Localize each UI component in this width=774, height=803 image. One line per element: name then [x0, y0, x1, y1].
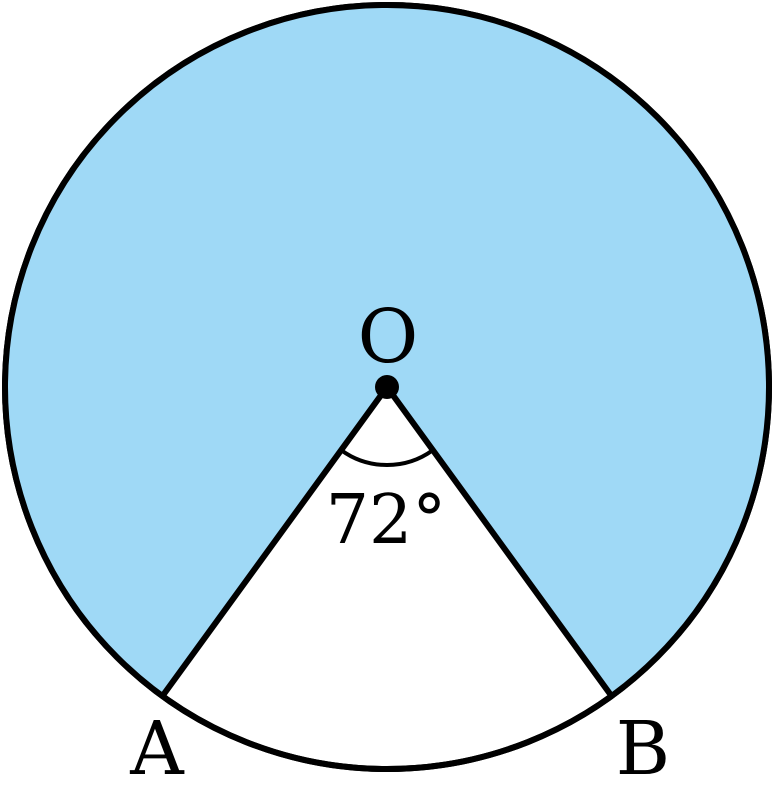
- circle-boundary: [2, 2, 772, 772]
- angle-label: 72°: [326, 481, 447, 560]
- center-point: [375, 375, 399, 399]
- center-label: O: [358, 294, 419, 380]
- point-b-label: B: [616, 706, 670, 792]
- radius-ob: [384, 384, 615, 700]
- angle-arc: [339, 448, 435, 467]
- radius-oa: [159, 384, 390, 700]
- shaded-major-sector: [5, 4, 770, 697]
- point-a-label: A: [129, 706, 185, 792]
